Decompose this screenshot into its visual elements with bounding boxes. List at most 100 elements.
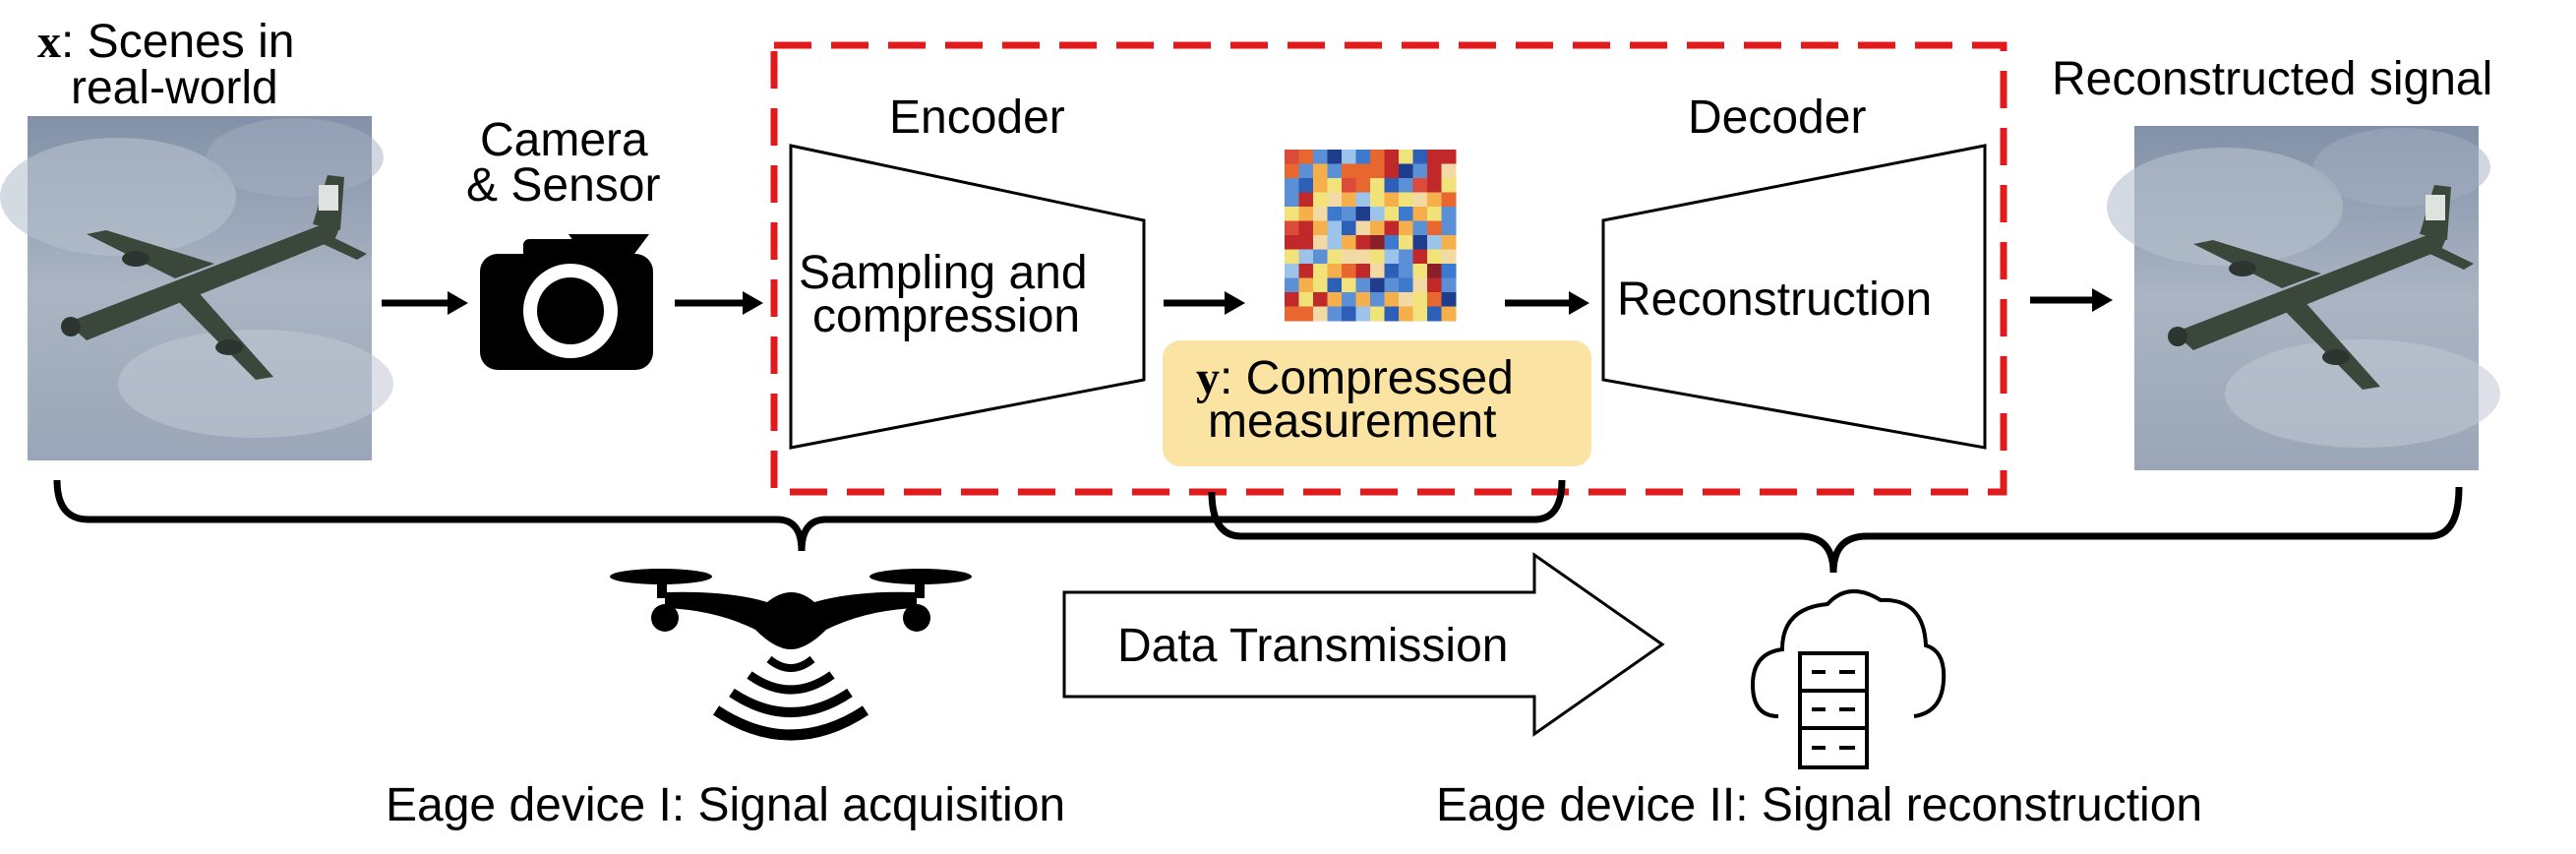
mosaic-cell bbox=[1370, 207, 1385, 221]
mosaic-cell bbox=[1441, 235, 1457, 250]
mosaic-cell bbox=[1313, 220, 1328, 236]
measurement-label-box bbox=[1163, 340, 1591, 466]
mosaic-cell bbox=[1355, 306, 1371, 322]
mosaic-cell bbox=[1370, 292, 1385, 307]
mosaic-cell bbox=[1327, 150, 1343, 164]
mosaic-cell bbox=[1285, 192, 1299, 208]
mosaic-cell bbox=[1313, 292, 1328, 307]
mosaic-cell bbox=[1298, 292, 1314, 307]
mosaic-cell bbox=[1285, 264, 1299, 278]
input-label-line1: x: Scenes in bbox=[37, 16, 294, 68]
mosaic-cell bbox=[1384, 178, 1400, 193]
measurement-label-line1: y: Compressed bbox=[1196, 352, 1514, 404]
mosaic-cell bbox=[1441, 150, 1457, 164]
mosaic-cell bbox=[1427, 150, 1442, 164]
mosaic-cell bbox=[1342, 306, 1356, 322]
mosaic-cell bbox=[1399, 192, 1413, 208]
mosaic-cell bbox=[1285, 163, 1299, 179]
mosaic-cell bbox=[1285, 292, 1299, 307]
mosaic-cell bbox=[1355, 150, 1371, 164]
mosaic-cell bbox=[1285, 249, 1299, 265]
mosaic-cell bbox=[1342, 220, 1356, 236]
mosaic-cell bbox=[1427, 292, 1442, 307]
mosaic-cell bbox=[1427, 306, 1442, 322]
mosaic-cell bbox=[1355, 292, 1371, 307]
mosaic-cell bbox=[1313, 235, 1328, 250]
mosaic-cell bbox=[1427, 163, 1442, 179]
mosaic-cell bbox=[1412, 178, 1428, 193]
mosaic-cell bbox=[1384, 235, 1400, 250]
mosaic-cell bbox=[1327, 277, 1343, 293]
mosaic-cell bbox=[1298, 249, 1314, 265]
mosaic-cell bbox=[1342, 249, 1356, 265]
device2-label: Eage device II: Signal reconstruction bbox=[1436, 779, 2202, 831]
mosaic-cell bbox=[1384, 220, 1400, 236]
mosaic-cell bbox=[1327, 163, 1343, 179]
mosaic-cell bbox=[1412, 264, 1428, 278]
decoder-title: Decoder bbox=[1688, 92, 1866, 144]
mosaic-cell bbox=[1313, 178, 1328, 193]
mosaic-cell bbox=[1298, 163, 1314, 179]
arrow-input-to-camera bbox=[382, 291, 468, 315]
encoder-label-line2: compression bbox=[812, 290, 1080, 342]
mosaic-cell bbox=[1441, 249, 1457, 265]
mosaic-cell bbox=[1399, 150, 1413, 164]
mosaic-cell bbox=[1342, 292, 1356, 307]
mosaic-cell bbox=[1427, 235, 1442, 250]
mosaic-cell bbox=[1298, 235, 1314, 250]
camera-icon bbox=[480, 234, 653, 370]
mosaic-cell bbox=[1427, 207, 1442, 221]
mosaic-cell bbox=[1427, 192, 1442, 208]
mosaic-cell bbox=[1313, 207, 1328, 221]
mosaic-cell bbox=[1285, 220, 1299, 236]
mosaic-cell bbox=[1298, 306, 1314, 322]
mosaic-cell bbox=[1342, 235, 1356, 250]
mosaic-cell bbox=[1441, 264, 1457, 278]
mosaic-cell bbox=[1427, 249, 1442, 265]
mosaic-cell bbox=[1355, 220, 1371, 236]
mosaic-cell bbox=[1441, 178, 1457, 193]
mosaic-cell bbox=[1384, 306, 1400, 322]
mosaic-cell bbox=[1427, 220, 1442, 236]
encoder-title: Encoder bbox=[889, 92, 1065, 144]
mosaic-cell bbox=[1370, 235, 1385, 250]
mosaic-cell bbox=[1441, 277, 1457, 293]
output-label: Reconstructed signal bbox=[2052, 53, 2492, 105]
mosaic-cell bbox=[1342, 150, 1356, 164]
mosaic-cell bbox=[1399, 163, 1413, 179]
device1-label: Eage device I: Signal acquisition bbox=[386, 779, 1065, 831]
mosaic-cell bbox=[1313, 277, 1328, 293]
mosaic-cell bbox=[1441, 220, 1457, 236]
mosaic-cell bbox=[1342, 277, 1356, 293]
cloud-server-icon bbox=[1750, 588, 1947, 769]
mosaic-cell bbox=[1370, 249, 1385, 265]
mosaic-cell bbox=[1342, 163, 1356, 179]
mosaic-cell bbox=[1355, 235, 1371, 250]
mosaic-cell bbox=[1327, 249, 1343, 265]
device2-brace bbox=[1208, 486, 2463, 574]
mosaic-cell bbox=[1412, 306, 1428, 322]
decoder-label: Reconstruction bbox=[1617, 274, 1932, 326]
mosaic-cell bbox=[1355, 249, 1371, 265]
mosaic-cell bbox=[1384, 163, 1400, 179]
mosaic-cell bbox=[1412, 235, 1428, 250]
measurement-label-line2: measurement bbox=[1208, 396, 1496, 448]
mosaic-cell bbox=[1370, 178, 1385, 193]
mosaic-cell bbox=[1313, 264, 1328, 278]
mosaic-cell bbox=[1327, 292, 1343, 307]
mosaic-cell bbox=[1355, 163, 1371, 179]
mosaic-cell bbox=[1399, 264, 1413, 278]
mosaic-cell bbox=[1313, 150, 1328, 164]
mosaic-cell bbox=[1355, 277, 1371, 293]
mosaic-cell bbox=[1327, 235, 1343, 250]
mosaic-cell bbox=[1427, 277, 1442, 293]
mosaic-cell bbox=[1370, 220, 1385, 236]
encoder-trapezoid bbox=[789, 144, 1146, 450]
mosaic-cell bbox=[1370, 264, 1385, 278]
mosaic-cell bbox=[1327, 192, 1343, 208]
device1-brace bbox=[53, 479, 1566, 552]
mosaic-cell bbox=[1441, 163, 1457, 179]
mosaic-cell bbox=[1384, 192, 1400, 208]
drone-icon bbox=[610, 569, 972, 741]
mosaic-cell bbox=[1285, 235, 1299, 250]
